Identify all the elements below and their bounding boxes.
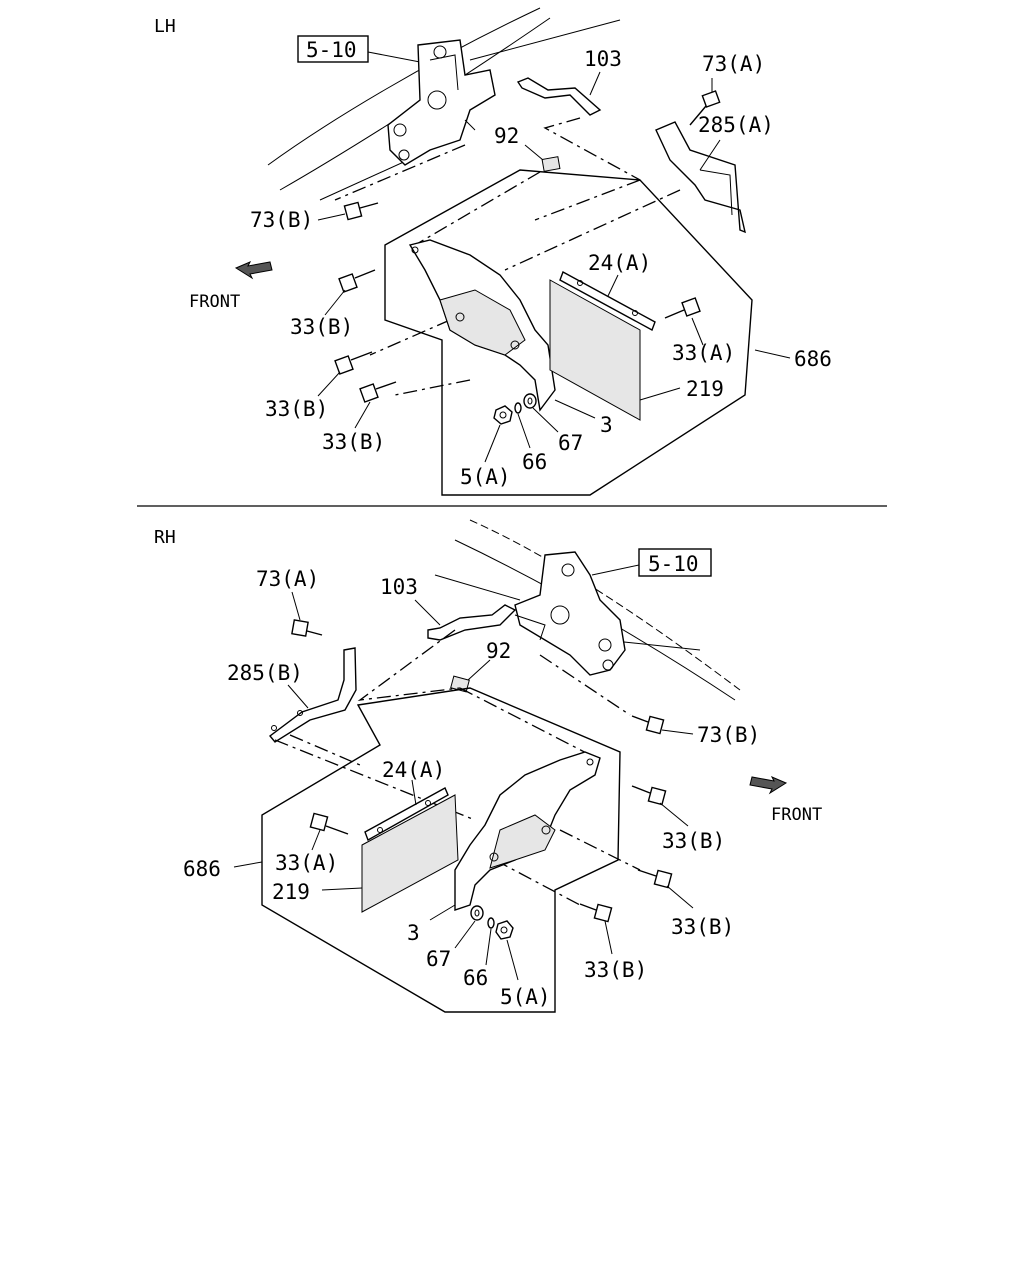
lh-callout-24a: 24(A) (588, 251, 651, 275)
rh-mudflap-219: 219 (272, 794, 459, 913)
rh-callout-66: 66 (463, 966, 488, 990)
lh-plate-24a: 24(A) (559, 251, 656, 331)
rh-callout-33a: 33(A) (275, 851, 338, 875)
lh-nut-5a: 5(A) (460, 405, 513, 489)
rh-section: RH 5-10 103 (154, 519, 822, 1013)
rh-ref-box[interactable]: 5-10 (591, 548, 712, 577)
rh-callout-103: 103 (380, 575, 418, 599)
rh-bolt-33b-2: 33(B) (637, 869, 734, 939)
lh-callout-33a: 33(A) (672, 341, 735, 365)
lh-bolt-33b-3: 33(B) (322, 381, 397, 454)
rh-callout-219: 219 (272, 880, 310, 904)
rh-bolt-73a: 73(A) (256, 567, 323, 637)
lh-bracket-285a: 285(A) (655, 113, 774, 234)
lh-bolt-73a: 73(A) (689, 52, 765, 126)
lh-callout-3: 3 (600, 413, 613, 437)
rh-bolt-33b-1: 33(B) (631, 785, 725, 853)
lh-ref-box-label: 5-10 (306, 38, 357, 62)
lh-callout-686: 686 (794, 347, 832, 371)
rh-washer-67: 67 (426, 905, 484, 971)
lh-assembly-686-outline (384, 169, 753, 496)
lh-bolt-33a: 33(A) (664, 297, 735, 365)
rh-callout-33b-3: 33(B) (584, 958, 647, 982)
lh-callout-73a: 73(A) (702, 52, 765, 76)
lh-callout-67: 67 (558, 431, 583, 455)
rh-stay-103: 103 (380, 575, 517, 641)
rh-front-arrow-icon (749, 776, 788, 795)
lh-callout-92: 92 (494, 124, 519, 148)
rh-callout-3: 3 (407, 921, 420, 945)
lh-ref-box[interactable]: 5-10 (297, 35, 421, 63)
rh-bolt-33b-3: 33(B) (579, 903, 647, 982)
lh-bolt-33b-1: 33(B) (290, 269, 376, 339)
lh-bolt-33b-2: 33(B) (265, 351, 373, 421)
lh-mudguard-3: 3 (408, 239, 613, 437)
lh-callout-73b: 73(B) (250, 208, 313, 232)
rh-spring-hanger-bracket (514, 551, 626, 676)
rh-alignment-lines (274, 629, 641, 906)
lh-front-indicator: FRONT (189, 261, 273, 312)
rh-plate-24a: 24(A) (364, 758, 449, 842)
lh-alignment-lines (334, 117, 681, 396)
rh-nut-5a: 5(A) (495, 920, 551, 1009)
lh-stay-103: 103 (516, 47, 622, 116)
lh-mudflap-219: 219 (549, 279, 724, 421)
rh-washer-66: 66 (463, 917, 495, 990)
rh-callout-5a: 5(A) (500, 985, 551, 1009)
lh-bolt-73b: 73(B) (250, 201, 379, 232)
rh-callout-33b-1: 33(B) (662, 829, 725, 853)
rh-callout-92: 92 (486, 639, 511, 663)
lh-section: LH 5-10 103 (154, 7, 832, 496)
rh-callout-73a: 73(A) (256, 567, 319, 591)
lh-callout-33b-1: 33(B) (290, 315, 353, 339)
rh-front-indicator: FRONT (749, 776, 822, 825)
rh-bracket-285b: 285(B) (227, 647, 357, 743)
rh-bolt-33a: 33(A) (275, 812, 349, 875)
rh-bolt-73b: 73(B) (631, 715, 760, 747)
rh-ref-box-label: 5-10 (648, 552, 699, 576)
rh-front-label: FRONT (771, 805, 822, 825)
lh-washer-67: 67 (523, 393, 583, 455)
lh-washer-66: 66 (514, 402, 547, 474)
lh-callout-219: 219 (686, 377, 724, 401)
lh-spring-hanger-bracket (387, 39, 496, 166)
rh-mudguard-3: 3 (407, 751, 601, 945)
lh-callout-103: 103 (584, 47, 622, 71)
rh-section-label: RH (154, 527, 176, 548)
rh-assembly-686-outline (261, 687, 621, 1013)
lh-front-arrow-icon (234, 261, 273, 280)
lh-clip-92: 92 (494, 124, 561, 172)
lh-front-label: FRONT (189, 292, 240, 312)
rh-callout-73b: 73(B) (697, 723, 760, 747)
rh-callout-67: 67 (426, 947, 451, 971)
rh-callout-33b-2: 33(B) (671, 915, 734, 939)
rh-callout-686: 686 (183, 857, 221, 881)
lh-callout-5a: 5(A) (460, 465, 511, 489)
lh-callout-66: 66 (522, 450, 547, 474)
rh-callout-285b: 285(B) (227, 661, 303, 685)
lh-callout-285a: 285(A) (698, 113, 774, 137)
rh-clip-92: 92 (450, 639, 511, 693)
lh-callout-33b-2: 33(B) (265, 397, 328, 421)
lh-callout-33b-3: 33(B) (322, 430, 385, 454)
lh-section-label: LH (154, 16, 176, 37)
rh-callout-24a: 24(A) (382, 758, 445, 782)
